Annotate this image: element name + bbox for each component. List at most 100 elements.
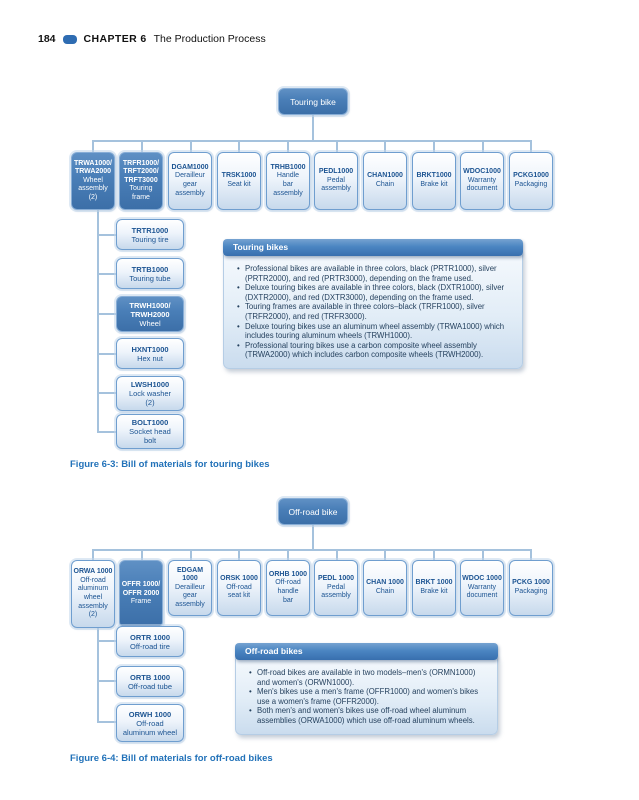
- chapter-marker-icon: [62, 34, 77, 44]
- figure-6-3-caption: Figure 6-3: Bill of materials for tourin…: [70, 459, 270, 470]
- node-pedl1000-or: PEDL 1000 Pedal assembly: [314, 560, 358, 616]
- page-number: 184: [38, 33, 56, 45]
- tree-connector: [482, 140, 484, 152]
- node-code: BOLT1000: [131, 418, 169, 427]
- node-brkt1000: BRKT1000 Brake kit: [412, 152, 456, 210]
- node-trwa1000: TRWA1000/ TRWA2000 Wheel assembly (2): [71, 152, 115, 210]
- node-code: HXNT1000: [131, 344, 169, 354]
- tree-connector: [97, 680, 116, 682]
- tree-connector: [384, 549, 386, 560]
- tree-connector: [97, 431, 116, 433]
- node-code: PCKG 1000: [512, 579, 550, 587]
- callout-body: Off-road bikes are available in two mode…: [235, 654, 498, 735]
- node-code: CHAN1000: [367, 172, 403, 180]
- node-edgam1000: EDGAM 1000 Derailleur gear assembly: [168, 560, 212, 616]
- node-code: EDGAM 1000: [176, 566, 204, 583]
- callout-bullet: Men's bikes use a men's frame (OFFR1000)…: [248, 687, 487, 706]
- node-name: Off-road handle bar: [275, 579, 301, 604]
- node-wdoc1000-or: WDOC 1000 Warranty document: [460, 560, 504, 616]
- node-trwh1000: TRWH1000/ TRWH2000 Wheel: [116, 296, 184, 332]
- node-wdoc1000: WDOC1000 Warranty document: [460, 152, 504, 210]
- node-name: Brake kit: [420, 588, 448, 595]
- tree-connector: [312, 525, 314, 550]
- node-code: BRKT1000: [416, 172, 452, 180]
- node-trtr1000: TRTR1000 Touring tire: [116, 219, 184, 250]
- node-offroad-bike-root: Off-road bike: [278, 498, 348, 525]
- touring-bikes-callout: Touring bikes Professional bikes are ava…: [223, 239, 523, 369]
- node-code: OFFR 1000/ OFFR 2000: [121, 581, 161, 597]
- tree-connector: [97, 392, 116, 394]
- node-chan1000-or: CHAN 1000 Chain: [363, 560, 407, 616]
- tree-connector: [97, 640, 116, 642]
- node-code: ORWA 1000: [73, 568, 113, 576]
- node-code: TRTB1000: [131, 264, 169, 274]
- tree-connector: [97, 234, 116, 236]
- figure-6-4-caption: Figure 6-4: Bill of materials for off-ro…: [70, 753, 273, 764]
- node-code: WDOC 1000: [462, 575, 502, 583]
- node-pedl1000: PEDL1000 Pedal assembly: [314, 152, 358, 210]
- offroad-bikes-callout: Off-road bikes Off-road bikes are availa…: [235, 643, 498, 735]
- node-trsk1000: TRSK1000 Seat kit: [217, 152, 261, 210]
- tree-connector: [336, 549, 338, 560]
- node-code: PEDL 1000: [317, 575, 355, 583]
- node-code: DGAM1000: [171, 163, 209, 171]
- node-name: Derailleur gear assembly: [175, 172, 205, 197]
- tree-connector: [287, 549, 289, 560]
- node-name: Brake kit: [420, 181, 448, 188]
- node-pckg1000-or: PCKG 1000 Packaging: [509, 560, 553, 616]
- node-code: TRHB1000: [270, 163, 306, 171]
- tree-connector: [482, 549, 484, 560]
- node-code: TRWH1000/ TRWH2000: [129, 300, 171, 319]
- tree-connector: [287, 140, 289, 152]
- node-name: Touring frame: [129, 185, 153, 201]
- node-name: Seat kit: [227, 181, 251, 188]
- node-orwa1000: ORWA 1000 Off-road aluminum wheel assemb…: [71, 560, 115, 628]
- node-code: CHAN 1000: [366, 579, 404, 587]
- node-name: Off-road aluminum wheel assembly (2): [77, 576, 109, 619]
- node-dgam1000: DGAM1000 Derailleur gear assembly: [168, 152, 212, 210]
- node-code: ORHB 1000: [268, 570, 308, 578]
- callout-title: Touring bikes: [223, 239, 523, 256]
- node-touring-bike-root: Touring bike: [278, 88, 348, 115]
- page-header: 184 CHAPTER 6 The Production Process: [38, 33, 266, 45]
- tree-connector: [97, 628, 99, 723]
- tree-connector: [92, 549, 532, 551]
- tree-connector: [530, 549, 532, 560]
- node-code: ORTB 1000: [129, 672, 171, 682]
- node-name: Off-road tube: [127, 681, 173, 691]
- node-code: ORTR 1000: [129, 632, 171, 642]
- node-offr1000: OFFR 1000/ OFFR 2000 Frame: [119, 560, 163, 628]
- node-code: LWSH1000: [130, 380, 170, 389]
- callout-bullet: Professional touring bikes use a carbon …: [236, 341, 512, 360]
- tree-connector: [97, 210, 99, 433]
- node-name: Packaging: [514, 181, 548, 188]
- node-code: TRFR1000/ TRFT2000/ TRFT3000: [122, 159, 160, 184]
- node-orwh1000: ORWH 1000 Off-road aluminum wheel: [116, 704, 184, 742]
- tree-connector: [336, 140, 338, 152]
- node-name: Handle bar assembly: [273, 172, 303, 197]
- node-lwsh1000: LWSH1000 Lock washer (2): [116, 376, 184, 411]
- callout-title: Off-road bikes: [235, 643, 498, 660]
- node-name: Lock washer (2): [128, 389, 172, 407]
- node-name: Pedal assembly: [321, 583, 351, 600]
- node-trtb1000: TRTB1000 Touring tube: [116, 258, 184, 289]
- node-label: Touring bike: [290, 96, 336, 107]
- node-name: Warranty document: [466, 583, 498, 600]
- callout-bullet: Both men's and women's bikes use off-roa…: [248, 706, 487, 725]
- node-name: Touring tire: [131, 234, 169, 244]
- node-code: TRTR1000: [131, 225, 169, 235]
- node-name: Off-road aluminum wheel: [122, 718, 178, 737]
- node-code: ORSK 1000: [220, 575, 258, 583]
- node-name: Chain: [375, 181, 395, 188]
- node-orhb1000: ORHB 1000 Off-road handle bar: [266, 560, 310, 616]
- tree-connector: [97, 721, 116, 723]
- tree-connector: [190, 549, 192, 560]
- tree-connector: [190, 140, 192, 152]
- callout-bullet: Off-road bikes are available in two mode…: [248, 668, 487, 687]
- tree-connector: [97, 313, 116, 315]
- node-trfr1000: TRFR1000/ TRFT2000/ TRFT3000 Touring fra…: [119, 152, 163, 210]
- node-pckg1000: PCKG1000 Packaging: [509, 152, 553, 210]
- node-name: Packaging: [514, 588, 548, 595]
- node-code: PEDL1000: [318, 168, 354, 176]
